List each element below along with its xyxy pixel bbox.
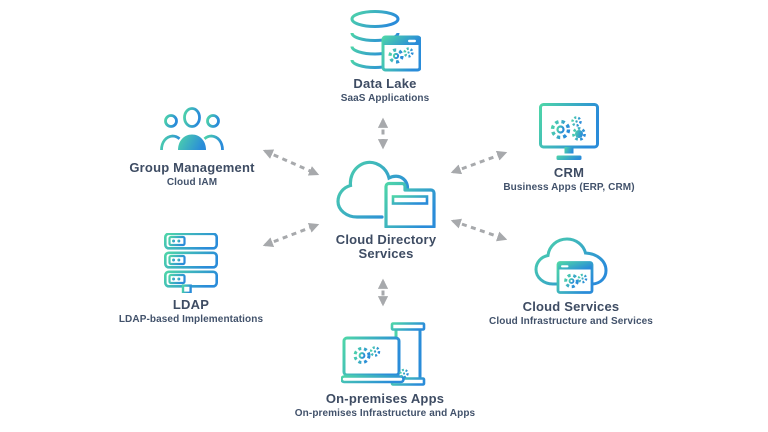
- laptop-building-icon: [341, 322, 429, 391]
- database-app-window-icon: [349, 10, 421, 76]
- node-title: Cloud Services: [522, 299, 620, 314]
- node-subtitle: SaaS Applications: [340, 93, 430, 104]
- center-title-line1: Cloud Directory: [335, 232, 437, 247]
- node-on-premises-apps: On-premises Apps On-premises Infrastruct…: [270, 322, 500, 420]
- node-cloud-services: Cloud Services Cloud Infrastructure and …: [466, 237, 676, 328]
- node-ldap: LDAP LDAP-based Implementations: [96, 233, 286, 326]
- cloud-folder-icon: [335, 160, 437, 233]
- node-subtitle: LDAP-based Implementations: [118, 314, 264, 325]
- node-title: On-premises Apps: [325, 391, 445, 406]
- center-title-line2: Services: [358, 246, 414, 261]
- node-subtitle: Cloud IAM: [166, 177, 218, 188]
- server-stack-icon: [164, 233, 218, 297]
- node-title: Group Management: [129, 160, 255, 175]
- node-crm: CRM Business Apps (ERP, CRM): [474, 103, 664, 194]
- node-title: CRM: [553, 165, 585, 180]
- users-group-icon: [160, 107, 224, 160]
- node-cloud-directory-services: Cloud Directory Services: [311, 160, 461, 261]
- node-subtitle: Cloud Infrastructure and Services: [489, 316, 653, 327]
- node-subtitle: Business Apps (ERP, CRM): [503, 182, 635, 193]
- monitor-gears-icon: [539, 103, 599, 165]
- node-title: Data Lake: [353, 76, 417, 91]
- node-group-management: Group Management Cloud IAM: [102, 107, 282, 189]
- node-data-lake: Data Lake SaaS Applications: [300, 10, 470, 105]
- cloud-app-window-icon: [533, 237, 609, 299]
- node-subtitle: On-premises Infrastructure and Apps: [294, 408, 476, 419]
- node-title: LDAP: [172, 297, 210, 312]
